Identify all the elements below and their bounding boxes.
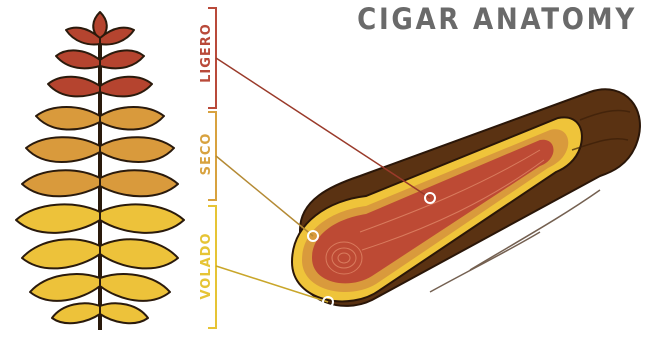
label-volado: VOLADO bbox=[199, 226, 215, 306]
label-ligero: LIGERO bbox=[199, 13, 215, 93]
cigar-cross-section bbox=[292, 89, 640, 306]
ligero-leader bbox=[216, 58, 430, 198]
label-seco: SECO bbox=[199, 114, 215, 194]
seco-leader bbox=[216, 156, 313, 236]
page-title: CIGAR ANATOMY bbox=[357, 2, 637, 36]
tobacco-plant-illustration bbox=[16, 12, 184, 330]
